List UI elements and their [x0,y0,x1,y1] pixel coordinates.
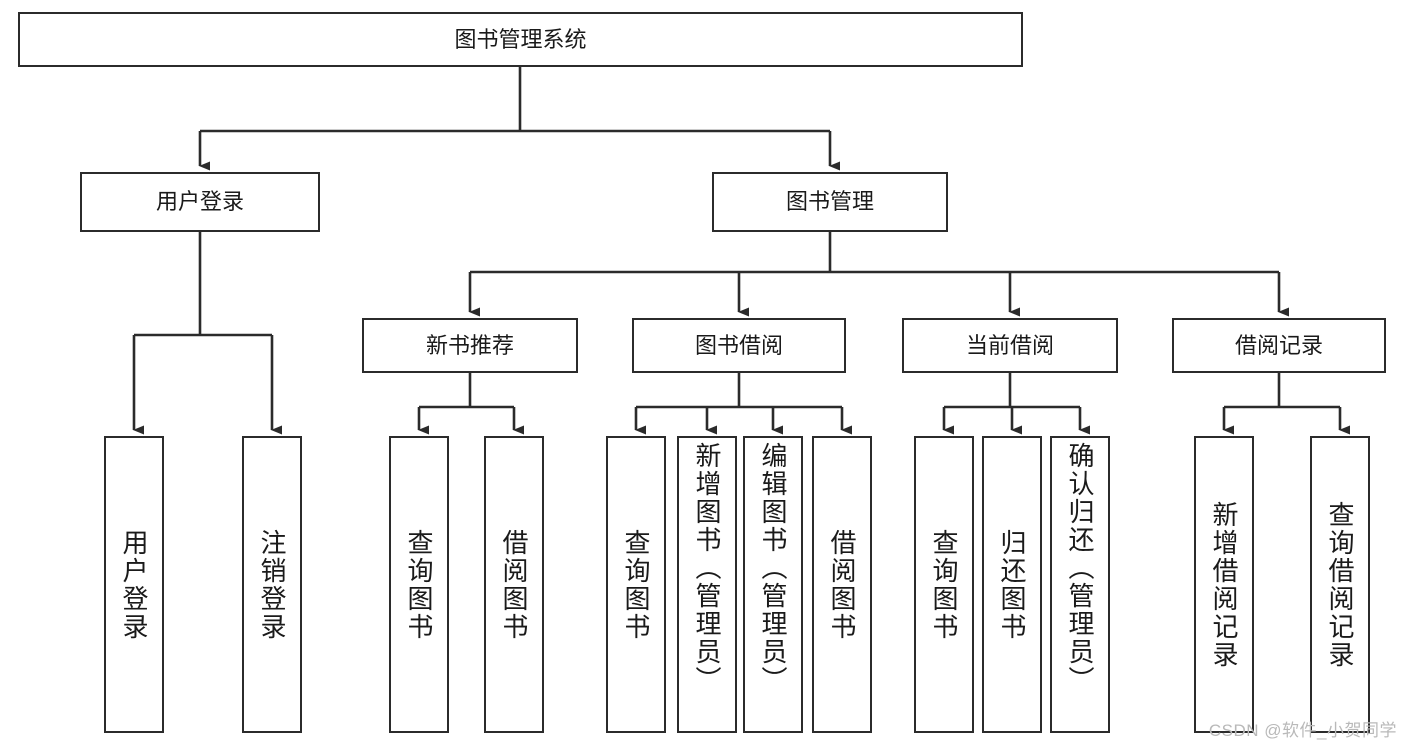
node-leaf-return-book-label: 归还图书 [997,528,1027,641]
node-book-management-label: 图书管理 [785,189,874,215]
node-user-login-label: 用户登录 [155,189,244,215]
node-leaf-add-book-admin[interactable]: 新增图书（管理员） [677,436,737,733]
node-leaf-confirm-return-admin-label: 确认归还（管理员） [1065,442,1095,694]
node-leaf-query-book-current[interactable]: 查询图书 [914,436,974,733]
node-leaf-borrow-book-label: 借阅图书 [827,528,857,641]
node-leaf-add-book-admin-label: 新增图书（管理员） [692,442,722,694]
node-root[interactable]: 图书管理系统 [18,12,1023,67]
node-user-login[interactable]: 用户登录 [80,172,320,232]
node-leaf-query-book-current-label: 查询图书 [929,528,959,641]
node-leaf-return-book[interactable]: 归还图书 [982,436,1042,733]
node-new-book-recommend-label: 新书推荐 [425,332,514,358]
node-leaf-user-login[interactable]: 用户登录 [104,436,164,733]
node-leaf-logout-login[interactable]: 注销登录 [242,436,302,733]
node-current-borrow-label: 当前借阅 [965,332,1054,358]
node-book-borrow-label: 图书借阅 [694,332,783,358]
node-leaf-borrow-book-recommend[interactable]: 借阅图书 [484,436,544,733]
node-leaf-edit-book-admin[interactable]: 编辑图书（管理员） [743,436,803,733]
node-leaf-query-book-borrow-label: 查询图书 [621,528,651,641]
node-new-book-recommend[interactable]: 新书推荐 [362,318,578,373]
csdn-watermark: CSDN @软件_小贺同学 [1208,721,1397,740]
node-leaf-query-book-borrow[interactable]: 查询图书 [606,436,666,733]
node-leaf-confirm-return-admin[interactable]: 确认归还（管理员） [1050,436,1110,733]
node-root-label: 图书管理系统 [454,26,587,52]
node-leaf-borrow-book[interactable]: 借阅图书 [812,436,872,733]
node-leaf-query-borrow-record[interactable]: 查询借阅记录 [1310,436,1370,733]
node-book-management[interactable]: 图书管理 [712,172,948,232]
node-leaf-edit-book-admin-label: 编辑图书（管理员） [758,442,788,694]
node-leaf-borrow-book-recommend-label: 借阅图书 [499,528,529,641]
node-leaf-user-login-label: 用户登录 [119,528,149,641]
node-borrow-record[interactable]: 借阅记录 [1172,318,1386,373]
node-leaf-add-borrow-record-label: 新增借阅记录 [1209,500,1239,669]
node-leaf-query-book-recommend[interactable]: 查询图书 [389,436,449,733]
node-leaf-add-borrow-record[interactable]: 新增借阅记录 [1194,436,1254,733]
node-borrow-record-label: 借阅记录 [1234,332,1323,358]
node-leaf-query-borrow-record-label: 查询借阅记录 [1325,500,1355,669]
node-leaf-logout-login-label: 注销登录 [257,528,287,641]
node-current-borrow[interactable]: 当前借阅 [902,318,1118,373]
node-leaf-query-book-recommend-label: 查询图书 [404,528,434,641]
node-book-borrow[interactable]: 图书借阅 [632,318,846,373]
